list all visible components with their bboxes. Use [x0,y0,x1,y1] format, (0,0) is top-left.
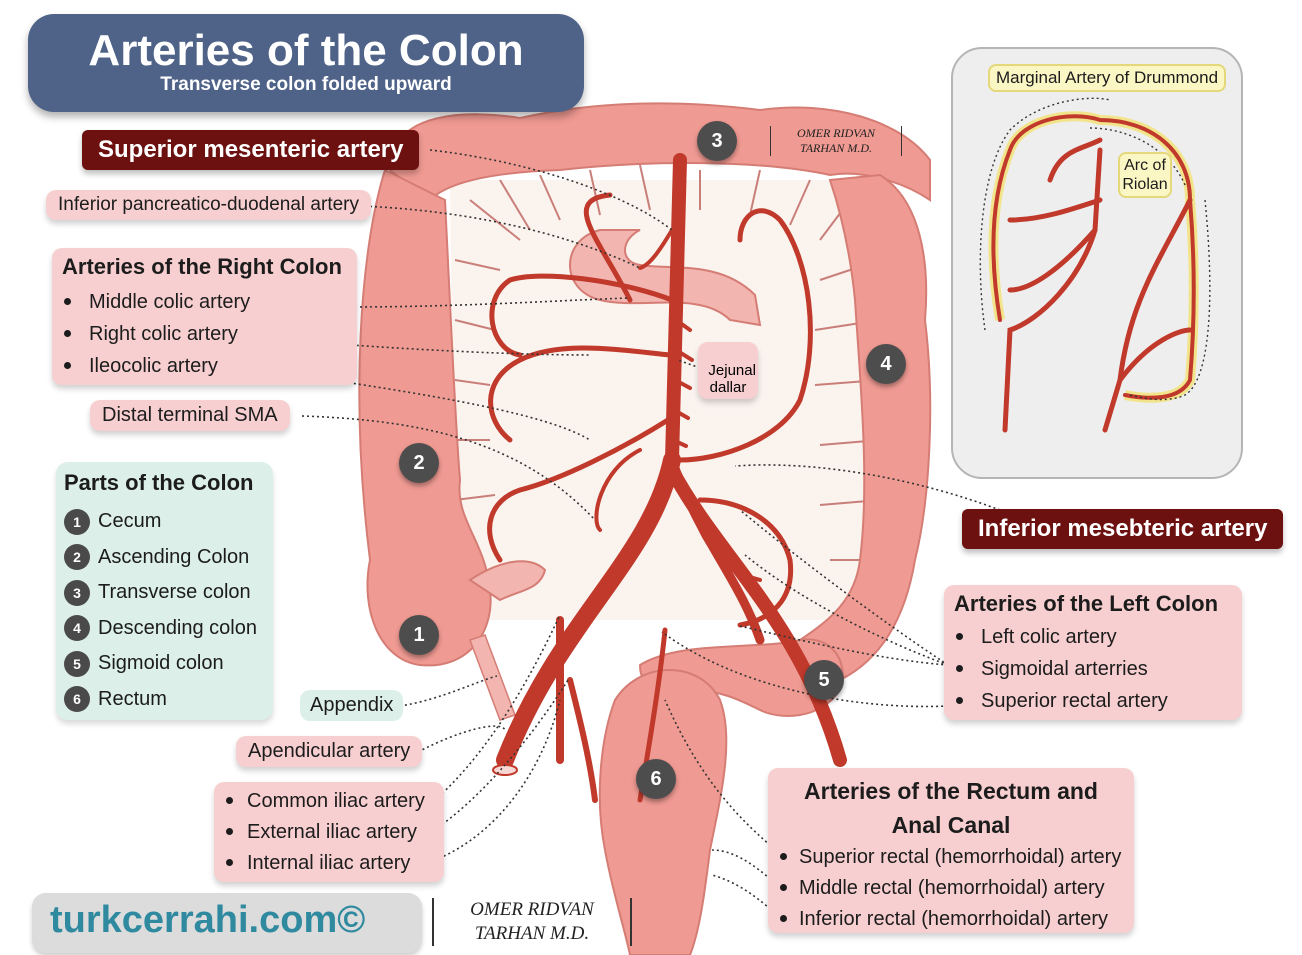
parts-item-number: 2 [64,544,90,570]
title-banner: Arteries of the Colon Transverse colon f… [28,14,584,112]
list-item: Inferior rectal (hemorrhoidal) artery [778,904,1124,935]
list-item: External iliac artery [224,817,434,848]
left-colon-item-left: Left colic artery [981,626,1117,648]
rectum-item-middle: Middle rectal (hemorrhoidal) artery [799,877,1105,899]
list-item: Middle colic artery [62,286,347,318]
label-apendicular: Apendicular artery [236,736,422,767]
iliac-item-internal: Internal iliac artery [247,852,410,874]
list-item: Right colic artery [62,318,347,350]
diagram-number-2: 2 [399,443,439,483]
parts-item-number: 5 [64,651,90,677]
brand-banner: turkcerrahi.com© [32,893,422,953]
label-inferior-pancreaticoduodenal: Inferior pancreatico-duodenal artery [46,190,371,220]
page-subtitle: Transverse colon folded upward [28,74,584,96]
diagram-number-5: 5 [804,660,844,700]
parts-item-number: 6 [64,686,90,712]
internal-iliac [570,680,595,800]
right-colon-item-middle: Middle colic artery [89,291,250,313]
label-arc-of-riolan: Arc of Riolan [1118,152,1172,198]
rectum-heading: Arteries of the Rectum and Anal Canal [778,774,1124,842]
right-colon-box: Arteries of the Right Colon Middle colic… [52,248,357,385]
diagram-number-3: 3 [697,121,737,161]
label-inferior-mesenteric: Inferior mesebteric artery [962,509,1283,549]
parts-item-name: Descending colon [98,617,257,639]
list-item: Common iliac artery [224,786,434,817]
right-colon-item-right: Right colic artery [89,323,238,345]
mesentery [450,180,880,620]
parts-item-number: 4 [64,615,90,641]
label-jejunal: Jejunal dallar [698,342,758,399]
label-appendix: Appendix [300,690,403,721]
label-marginal-artery: Marginal Artery of Drummond [988,64,1226,92]
left-colon-heading: Arteries of the Left Colon [954,591,1232,617]
rectum-list: Superior rectal (hemorrhoidal) artery Mi… [778,842,1124,935]
parts-heading: Parts of the Colon [64,470,265,496]
diagram-number-4: 4 [866,344,906,384]
rectum-box: Arteries of the Rectum and Anal Canal Su… [768,768,1134,933]
signature-bottom-line2: TARHAN M.D. [434,922,630,946]
brand-text: turkcerrahi.com© [50,899,422,942]
left-colon-list: Left colic artery Sigmoidal arterries Su… [954,621,1232,717]
parts-item-name: Rectum [98,688,167,710]
list-item: Superior rectal (hemorrhoidal) artery [778,842,1124,873]
common-iliac-end [493,765,517,775]
right-colon-heading: Arteries of the Right Colon [62,254,347,280]
list-item: Left colic artery [954,621,1232,653]
label-superior-mesenteric: Superior mesenteric artery [82,130,419,170]
signature-top: OMER RIDVAN TARHAN M.D. [770,126,902,156]
parts-item-number: 1 [64,509,90,535]
left-colon-item-superior-rectal: Superior rectal artery [981,690,1168,712]
parts-item-name: Sigmoid colon [98,652,224,674]
right-colon-item-ileocolic: Ileocolic artery [89,355,218,377]
list-item: Ileocolic artery [62,350,347,382]
left-colon-box: Arteries of the Left Colon Left colic ar… [944,585,1242,720]
parts-item-name: Ascending Colon [98,546,249,568]
parts-item-name: Cecum [98,510,161,532]
parts-item: 5 Sigmoid colon [64,646,265,682]
parts-item: 1 Cecum [64,504,265,540]
parts-item: 2 Ascending Colon [64,540,265,576]
diagram-number-1: 1 [399,615,439,655]
list-item: Middle rectal (hemorrhoidal) artery [778,873,1124,904]
parts-item: 6 Rectum [64,682,265,718]
list-item: Sigmoidal arterries [954,653,1232,685]
rectum-item-inferior: Inferior rectal (hemorrhoidal) artery [799,908,1108,930]
rectum-item-superior: Superior rectal (hemorrhoidal) artery [799,846,1121,868]
signature-line2: TARHAN M.D. [771,141,901,156]
iliac-box: Common iliac artery External iliac arter… [214,782,444,882]
list-item: Superior rectal artery [954,685,1232,717]
signature-bottom-line1: OMER RIDVAN [434,898,630,922]
label-distal-terminal-sma: Distal terminal SMA [90,400,290,431]
iliac-item-common: Common iliac artery [247,790,425,812]
left-colon-item-sigmoidal: Sigmoidal arterries [981,658,1148,680]
parts-item: 3 Transverse colon [64,575,265,611]
parts-list: 1 Cecum 2 Ascending Colon 3 Transverse colon 4… [64,504,265,717]
signature-bottom: OMER RIDVAN TARHAN M.D. [432,898,632,946]
iliac-list: Common iliac artery External iliac arter… [224,786,434,879]
parts-item-number: 3 [64,580,90,606]
parts-item-name: Transverse colon [98,581,251,603]
list-item: Internal iliac artery [224,848,434,879]
parts-box: Parts of the Colon 1 Cecum 2 Ascending Colo… [56,462,273,720]
page-title: Arteries of the Colon [28,28,584,74]
iliac-item-external: External iliac artery [247,821,417,843]
parts-item: 4 Descending colon [64,611,265,647]
jejunal-text: Jejunal dallar [708,362,756,396]
diagram-number-6: 6 [636,759,676,799]
right-colon-list: Middle colic artery Right colic artery I… [62,286,347,382]
signature-line1: OMER RIDVAN [771,126,901,141]
